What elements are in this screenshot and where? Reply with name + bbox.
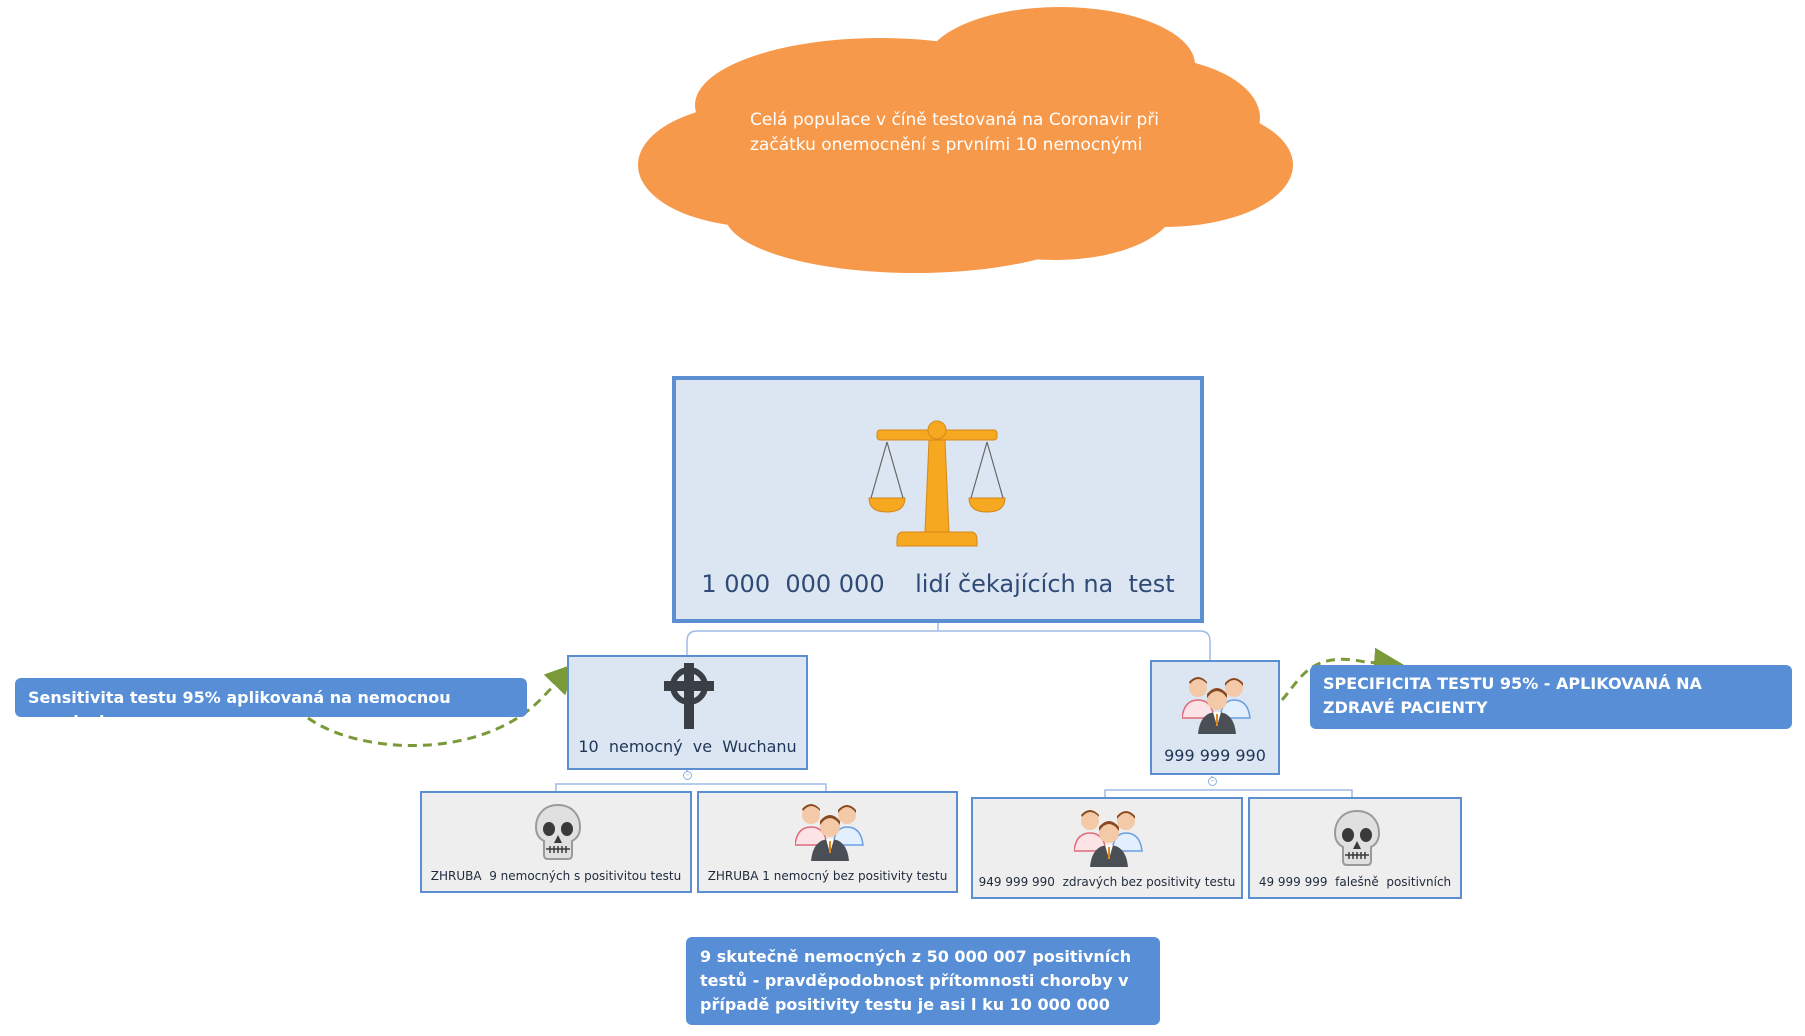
cloud-shape	[638, 7, 1293, 273]
root-node[interactable]: 1 000 000 000 lidí čekajících na test	[672, 376, 1204, 623]
collapse-toggle[interactable]: –	[1208, 777, 1217, 786]
cloud-text: Celá populace v číně testovaná na Corona…	[750, 110, 1160, 155]
skull-icon	[1333, 809, 1381, 866]
collapse-toggle[interactable]: –	[683, 771, 692, 780]
leaf-node-healthy-negative[interactable]: 949 999 990 zdravých bez positivity test…	[971, 797, 1243, 899]
people-icon	[1182, 677, 1251, 734]
leaf-label: ZHRUBA 9 nemocných s positivitou testu	[430, 869, 682, 883]
leaf-node-sick-positive[interactable]: ZHRUBA 9 nemocných s positivitou testu	[420, 791, 692, 893]
people-icon	[1074, 810, 1143, 867]
people-icon	[795, 804, 864, 861]
root-label: 1 000 000 000 lidí čekajících na test	[701, 570, 1175, 598]
healthy-node[interactable]: 999 999 990	[1150, 660, 1280, 775]
leaf-label: ZHRUBA 1 nemocný bez positivity testu	[707, 869, 948, 883]
skull-icon	[534, 803, 582, 860]
cross-icon	[664, 663, 714, 729]
sensitivity-note[interactable]: Sensitivita testu 95% aplikovaná na nemo…	[15, 678, 527, 731]
healthy-label: 999 999 990	[1164, 746, 1266, 765]
leaf-label: 49 999 999 falešně positivních	[1258, 875, 1452, 889]
leaf-node-sick-negative[interactable]: ZHRUBA 1 nemocný bez positivity testu	[697, 791, 958, 893]
sick-label: 10 nemocný ve Wuchanu	[578, 737, 797, 756]
specificity-note[interactable]: SPECIFICITA TESTU 95% - APLIKOVANÁ NA ZD…	[1310, 665, 1792, 729]
sick-node[interactable]: 10 nemocný ve Wuchanu	[567, 655, 808, 770]
scales-icon	[868, 420, 1006, 547]
leaf-label: 949 999 990 zdravých bez positivity test…	[978, 875, 1236, 889]
conclusion-note[interactable]: 9 skutečně nemocných z 50 000 007 positi…	[686, 937, 1160, 1025]
leaf-node-false-positive[interactable]: 49 999 999 falešně positivních	[1248, 797, 1462, 899]
